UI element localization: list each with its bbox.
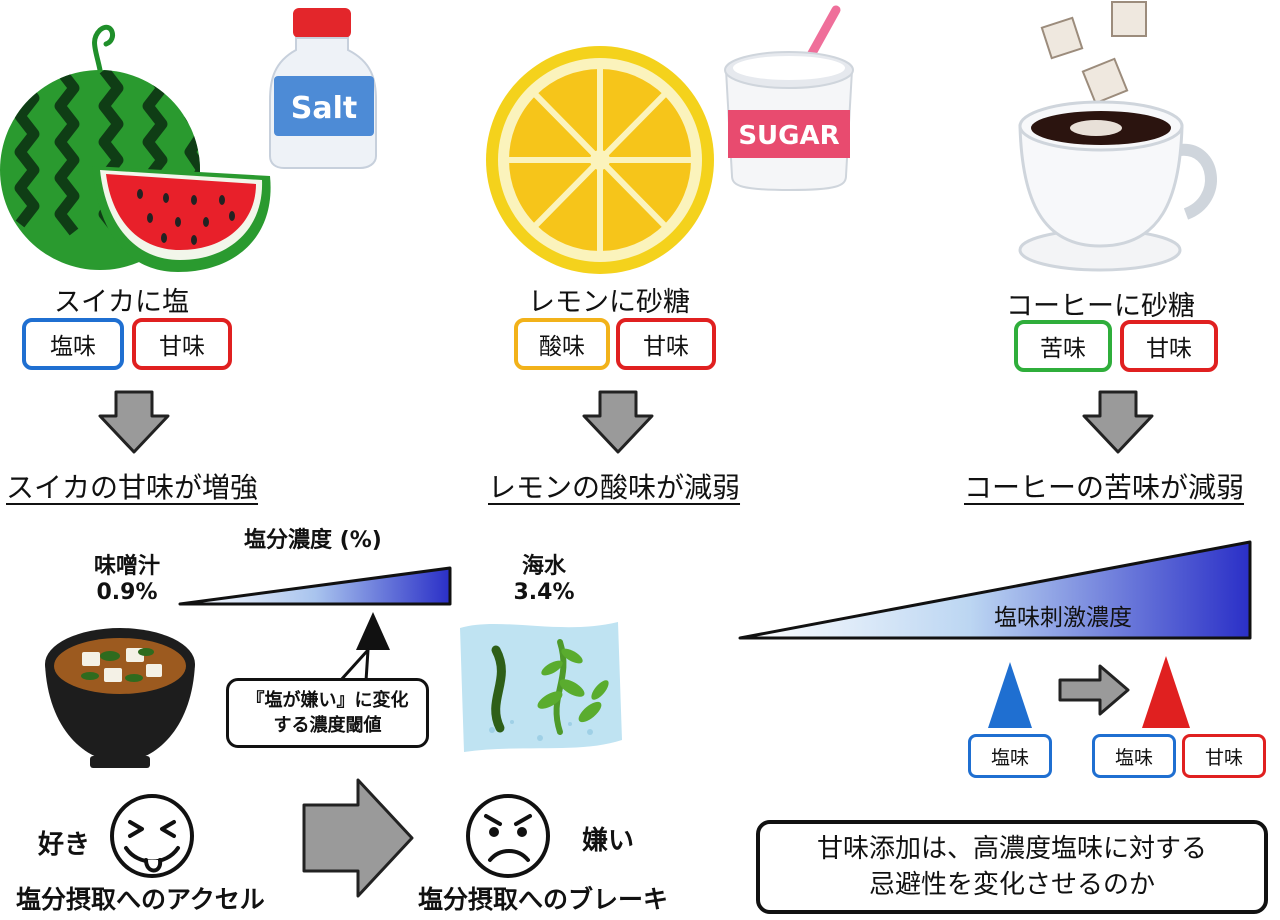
salt-concentration-wedge [178,566,452,606]
seawater-value: 3.4% [513,580,575,605]
down-arrow-3 [1082,390,1154,454]
miso-value: 0.9% [96,580,158,605]
example-3-taste-bitter: 苦味 [1014,320,1112,372]
before-taste-salty: 塩味 [968,734,1052,778]
conclusion-line-1: 甘味添加は、高濃度塩味に対する [816,834,1207,864]
right-arrow-small [1058,664,1130,716]
example-1-taste-salty: 塩味 [22,318,124,370]
example-2-taste-sour: 酸味 [514,318,610,370]
after-taste-sweet: 甘味 [1182,734,1266,778]
salt-shaker-icon: Salt [269,8,377,169]
example-3-taste-sweet: 甘味 [1120,320,1218,372]
threshold-line-2: する濃度閾値 [273,715,382,736]
example-2-taste-sweet: 甘味 [616,318,716,370]
example-2-caption: レモンに砂糖 [528,287,690,318]
salty-marker [988,662,1032,728]
seaweed-sea-icon [460,622,622,752]
down-arrow-1 [98,390,170,454]
stimulus-wedge [738,540,1252,640]
example-1-result: スイカの甘味が増強 [6,471,259,504]
example-1-taste-sweet: 甘味 [132,318,232,370]
conclusion-box: 甘味添加は、高濃度塩味に対する 忌避性を変化させるのか [756,820,1268,914]
accelerator-label: 塩分摂取へのアクセル [16,885,265,914]
threshold-line-1: 『塩が嫌い』に変化 [246,690,409,711]
conclusion-line-2: 忌避性を変化させるのか [868,870,1155,900]
seawater-name: 海水 [521,554,566,579]
threshold-marker [356,612,390,650]
brake-label: 塩分摂取へのブレーキ [418,885,669,914]
example-3-caption: コーヒーに砂糖 [1006,291,1195,322]
salt-scale-title: 塩分濃度 (%) [244,528,382,553]
right-arrow-big [302,778,414,898]
threshold-bubble: 『塩が嫌い』に変化 する濃度閾値 [226,678,429,748]
example-3-result: コーヒーの苦味が減弱 [964,471,1245,504]
sweet-salty-marker [1142,656,1190,728]
down-arrow-2 [582,390,654,454]
salt-label: Salt [291,91,357,126]
coffee-cup-icon [1018,1,1217,272]
stimulus-label: 塩味刺激濃度 [994,605,1132,631]
sugar-cup-icon: SUGAR [724,5,854,192]
lemon-slice-icon [486,46,714,274]
like-label: 好き [38,830,91,860]
sugar-label: SUGAR [738,121,839,151]
worried-face-icon [466,794,550,878]
happy-face-icon [110,794,194,878]
watermelon-icon [0,24,271,272]
example-1-caption: スイカに塩 [54,287,189,318]
miso-soup-icon [45,628,195,768]
dislike-label: 嫌い [582,826,635,856]
example-2-result: レモンの酸味が減弱 [488,471,741,504]
miso-name: 味噌汁 [93,554,160,579]
bubble-tail [338,648,370,683]
after-taste-salty: 塩味 [1092,734,1176,778]
